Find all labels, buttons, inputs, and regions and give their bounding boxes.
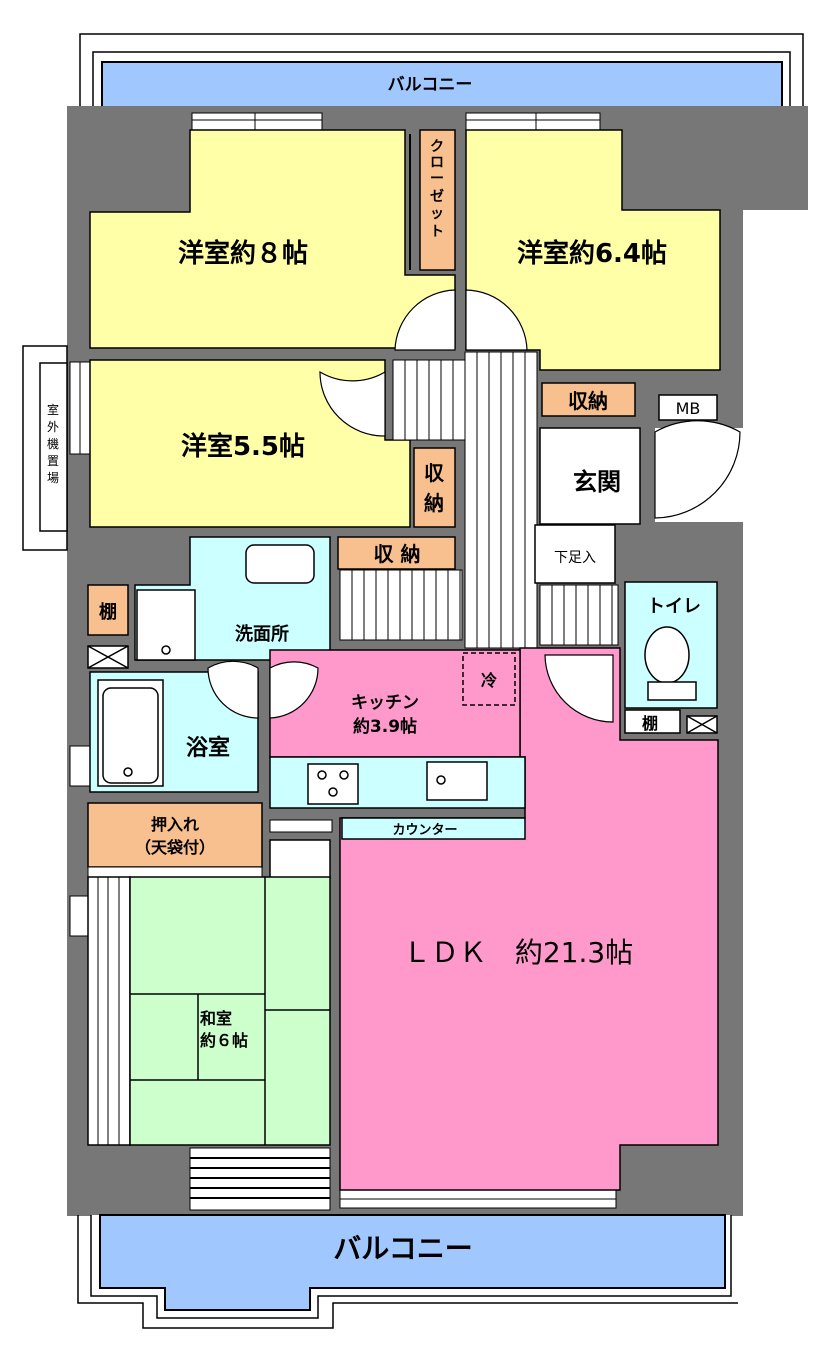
- svg-text:収: 収: [424, 461, 445, 485]
- svg-text:洋室約８帖: 洋室約８帖: [178, 238, 308, 269]
- stove-icon: [307, 763, 359, 805]
- svg-text:カウンター: カウンター: [392, 823, 457, 838]
- svg-text:置: 置: [47, 454, 59, 468]
- toilet-bowl-icon: [644, 626, 690, 684]
- tatami-lines: [130, 877, 330, 1145]
- toilet-room: トイレ 棚: [624, 581, 718, 734]
- svg-text:ー: ー: [430, 171, 444, 187]
- svg-text:押入れ: 押入れ: [151, 815, 199, 834]
- svg-text:外: 外: [47, 420, 59, 434]
- svg-text:冷: 冷: [481, 671, 497, 690]
- svg-text:機: 機: [47, 436, 59, 451]
- svg-text:場: 場: [47, 471, 59, 485]
- svg-text:ク: ク: [430, 139, 444, 155]
- balcony-bottom: バルコニー: [77, 1214, 738, 1329]
- storage-hall: 収 納: [337, 536, 456, 570]
- door-swings: [207, 289, 741, 723]
- svg-text:玄関: 玄関: [573, 468, 621, 496]
- washroom: 洗面所: [134, 536, 331, 661]
- fridge-space: [462, 652, 516, 706]
- svg-text:ロ: ロ: [430, 155, 444, 171]
- svg-text:和室: 和室: [200, 1009, 232, 1028]
- svg-text:洋室5.5帖: 洋室5.5帖: [181, 431, 305, 462]
- kitchen: 冷 キッチン 約3.9帖 カウンター: [269, 649, 526, 840]
- svg-text:ト: ト: [430, 224, 444, 240]
- washing-machine-space: [136, 589, 196, 661]
- svg-text:ッ: ッ: [430, 206, 444, 222]
- shoe-box: 下足入: [534, 524, 616, 584]
- japanese-room: 和室 約６帖: [87, 876, 331, 1146]
- sink-icon: [426, 761, 488, 801]
- svg-text:浴室: 浴室: [186, 735, 230, 761]
- svg-text:MB: MB: [676, 399, 701, 418]
- balcony-bottom-label: バルコニー: [333, 1232, 472, 1265]
- svg-text:収納: 収納: [568, 389, 608, 413]
- western-room-6-4: 洋室約6.4帖: [465, 129, 721, 371]
- svg-text:棚: 棚: [99, 601, 117, 623]
- svg-text:ＬＤＫ 約21.3帖: ＬＤＫ 約21.3帖: [403, 936, 633, 969]
- svg-text:収 納: 収 納: [374, 542, 421, 566]
- bathtub-icon: [102, 687, 159, 784]
- wash-basin: [245, 544, 315, 584]
- svg-text:ゼ: ゼ: [430, 188, 444, 205]
- hallway-stripes: [351, 352, 613, 648]
- storage-6-4: 収納: [541, 382, 636, 417]
- closet: ク ロ ー ゼ ッ ト: [409, 129, 456, 271]
- meter-box: MB: [658, 394, 718, 421]
- svg-text:下足入: 下足入: [554, 550, 596, 566]
- svg-text:約６帖: 約６帖: [200, 1031, 248, 1050]
- balcony-top-label: バルコニー: [388, 75, 473, 95]
- svg-text:棚: 棚: [642, 714, 658, 733]
- svg-text:室: 室: [47, 402, 59, 417]
- western-room-8: 洋室約８帖: [89, 129, 456, 349]
- bottom-left-window-slats: [190, 1157, 330, 1199]
- svg-text:（天袋付）: （天袋付）: [135, 838, 215, 857]
- svg-text:洋室約6.4帖: 洋室約6.4帖: [517, 238, 667, 269]
- svg-text:キッチン: キッチン: [351, 693, 419, 713]
- svg-text:約3.9帖: 約3.9帖: [353, 716, 417, 737]
- svg-text:洗面所: 洗面所: [235, 623, 289, 645]
- outdoor-unit-space: 室 外 機 置 場: [22, 345, 68, 551]
- shelf-left: 棚: [87, 584, 129, 669]
- storage-5-5: 収 納: [413, 447, 456, 528]
- svg-text:納: 納: [424, 491, 444, 515]
- svg-text:トイレ: トイレ: [647, 596, 701, 617]
